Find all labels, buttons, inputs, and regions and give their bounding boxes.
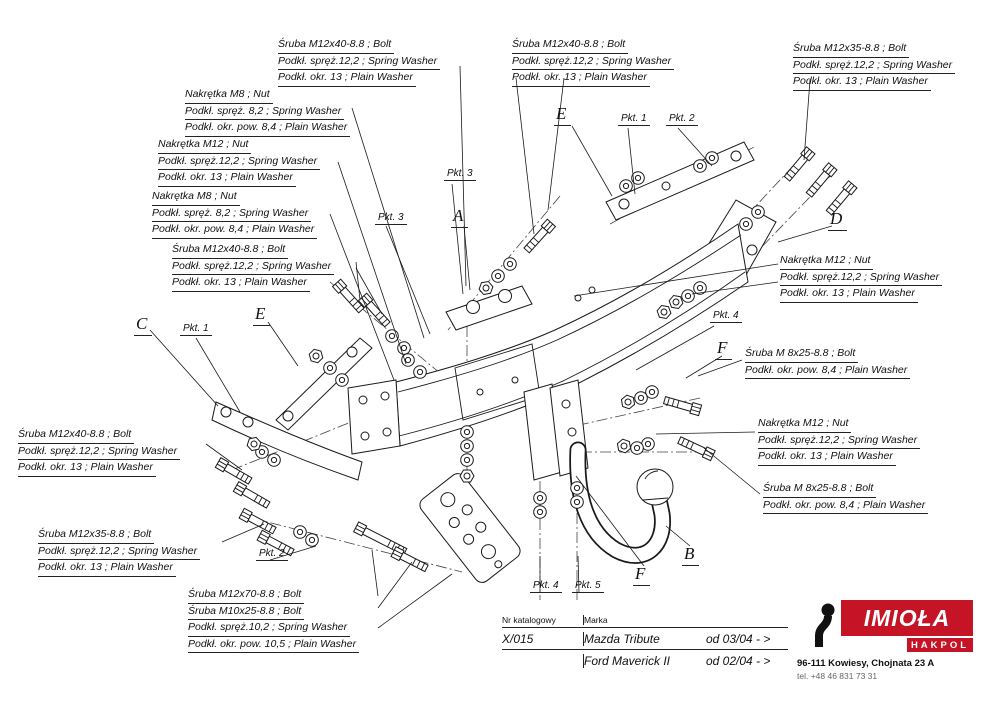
callout-bolt-m8x25-right-upper: Śruba M 8x25-8.8 ; Bolt Podkł. okr. pow.… <box>745 347 911 380</box>
pkt-label-5: Pkt. 5 <box>572 580 604 593</box>
company-name: IMIOŁA <box>841 600 973 636</box>
callout-bolt-m12x40-top-center: Śruba M12x40-8.8 ; Bolt Podkł. spręż.12,… <box>512 38 675 88</box>
tow-ball <box>636 468 674 506</box>
model-name: Mazda Tribute <box>584 632 660 646</box>
pkt-label-3b: Pkt. 3 <box>375 212 407 225</box>
callout-bolt-m12x40-top-left: Śruba M12x40-8.8 ; Bolt Podkł. spręż.12,… <box>278 38 441 88</box>
support-arm-left <box>211 401 363 481</box>
callout-bolt-m12x35-left-bottom: Śruba M12x35-8.8 ; Bolt Podkł. spręż.12,… <box>38 528 201 578</box>
company-subname: HAKPOL <box>907 638 973 652</box>
callout-bolt-m8x25-right-lower: Śruba M 8x25-8.8 ; Bolt Podkł. okr. pow.… <box>763 482 929 515</box>
catalog-number-header: Nr katalogowy <box>502 615 584 625</box>
catalog-table: Nr katalogowy Marka X/015 Mazda Tribute … <box>502 615 788 671</box>
tow-ball-neck <box>569 441 674 564</box>
ref-letter-d: D <box>828 209 848 231</box>
left-mount-plate <box>347 379 401 455</box>
clamp-bracket-a <box>445 285 533 331</box>
hitch-mount-plates <box>523 379 589 481</box>
pkt-label-3a: Pkt. 3 <box>444 168 476 181</box>
leader-lines <box>149 65 833 629</box>
model-name: Ford Maverick II <box>584 654 671 668</box>
ref-letter-e-left: E <box>253 304 271 326</box>
callout-nut-m12-right-lower: Nakrętka M12 ; Nut Podkł. spręż.12,2 ; S… <box>758 417 921 467</box>
ref-letter-a: A <box>451 206 469 228</box>
ref-letter-f-upper: F <box>715 338 733 360</box>
callout-bolt-m12x40-left-mid: Śruba M12x40-8.8 ; Bolt Podkł. spręż.12,… <box>172 243 335 293</box>
brand-header: Marka <box>584 615 608 625</box>
callout-nut-m8-upper: Nakrętka M8 ; Nut Podkł. spręż. 8,2 ; Sp… <box>185 88 351 138</box>
pkt-label-4a: Pkt. 4 <box>710 310 742 323</box>
company-phone: tel. +48 46 831 73 31 <box>797 671 878 681</box>
ref-letter-b: B <box>682 544 700 566</box>
callout-bolt-m12x40-left-lower: Śruba M12x40-8.8 ; Bolt Podkł. spręż.12,… <box>18 428 181 478</box>
catalog-row-ford: Ford Maverick II od 02/04 - > <box>502 650 788 671</box>
catalog-number: X/015 <box>502 632 584 646</box>
catalog-table-header: Nr katalogowy Marka <box>502 615 788 628</box>
callout-nut-m8-lower: Nakrętka M8 ; Nut Podkł. spręż. 8,2 ; Sp… <box>152 190 318 240</box>
pkt-label-1b: Pkt. 1 <box>180 323 212 336</box>
pkt-label-2a: Pkt. 2 <box>666 113 698 126</box>
pkt-label-4b: Pkt. 4 <box>530 580 562 593</box>
ref-letter-e-right: E <box>554 104 572 126</box>
ref-letter-c: C <box>134 314 153 336</box>
callout-nut-m12-right-upper: Nakrętka M12 ; Nut Podkł. spręż.12,2 ; S… <box>780 254 943 304</box>
catalog-row-mazda: X/015 Mazda Tribute od 03/04 - > <box>502 628 788 650</box>
crossmember-beam <box>395 223 749 447</box>
callout-bolt-m12x70-bottom: Śruba M12x70-8.8 ; Bolt Śruba M10x25-8.8… <box>188 588 360 654</box>
bottom-bracket <box>419 473 521 583</box>
ref-letter-f-lower: F <box>633 564 651 586</box>
model-date: od 03/04 - > <box>706 632 771 646</box>
company-address: 96-111 Kowiesy, Chojnata 23 A <box>797 658 935 669</box>
towhook-logo-icon <box>815 603 835 647</box>
model-date: od 02/04 - > <box>706 654 771 668</box>
catalog-number-empty <box>502 654 584 668</box>
company-logo-block: IMIOŁA HAKPOL 96-111 Kowiesy, Chojnata 2… <box>795 598 1000 688</box>
pkt-label-1a: Pkt. 1 <box>618 113 650 126</box>
pkt-label-2b: Pkt. 2 <box>256 548 288 561</box>
callout-nut-m12-left: Nakrętka M12 ; Nut Podkł. spręż.12,2 ; S… <box>158 138 321 188</box>
callout-bolt-m12x35-top-right: Śruba M12x35-8.8 ; Bolt Podkł. spręż.12,… <box>793 42 956 92</box>
